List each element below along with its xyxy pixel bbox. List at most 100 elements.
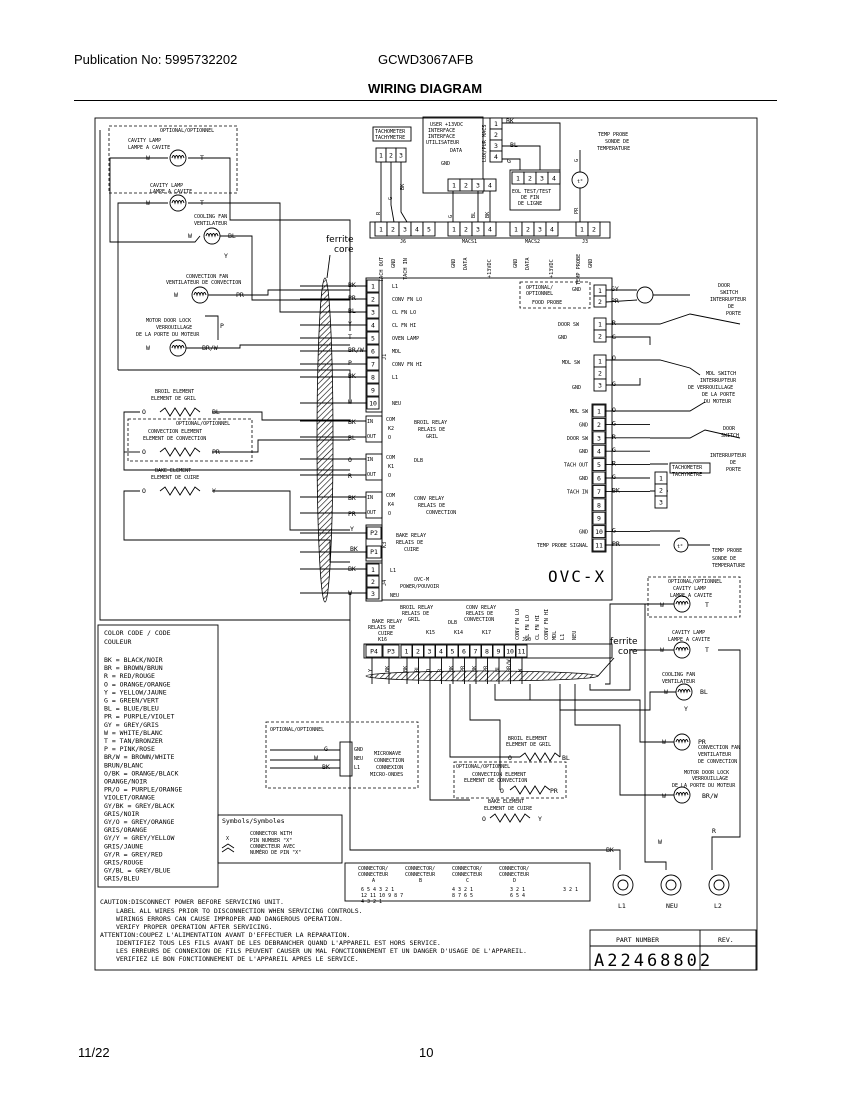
load-name: COOLING FAN bbox=[194, 214, 227, 220]
connector-c-pins: 3 2 1 bbox=[510, 887, 525, 893]
wire-label: PR bbox=[574, 207, 580, 214]
load-name-fr: VERROUILLAGE bbox=[156, 325, 192, 331]
wire-label: BL bbox=[495, 666, 501, 672]
relay-name-fr: CONVECTION bbox=[464, 617, 494, 623]
relay-id: K14 bbox=[454, 630, 463, 636]
wire bbox=[212, 439, 350, 453]
wire bbox=[711, 649, 741, 870]
bottom-signal: NEU bbox=[572, 631, 578, 640]
microwave-label: CONNEXION bbox=[376, 765, 403, 771]
wire-label: G bbox=[507, 157, 511, 165]
wire-label: BK bbox=[606, 846, 614, 854]
relay-name: BAKE RELAY bbox=[372, 619, 402, 625]
right-pin-7 bbox=[592, 484, 606, 498]
load-name-fr: LAMPE A CAVITE bbox=[128, 145, 170, 151]
wire bbox=[606, 313, 741, 325]
temp-probe-label: SONDE DE bbox=[605, 139, 629, 145]
tachometer-label: TACHOMETER bbox=[375, 129, 406, 135]
mdl-switch-label: DE VERROUILLAGE bbox=[688, 385, 733, 391]
k3-pin: P1 bbox=[370, 548, 378, 556]
j4-signal: NEU bbox=[390, 593, 399, 599]
user-interface-label: USER +13VDC bbox=[430, 122, 463, 128]
wire-label: W bbox=[146, 154, 150, 162]
relay-pin: O bbox=[388, 473, 391, 479]
wire-label: BL bbox=[348, 307, 356, 315]
j1-signal: L1 bbox=[392, 375, 398, 381]
wire bbox=[123, 411, 350, 471]
right-pin-number: 7 bbox=[597, 488, 601, 496]
j8-pin-number: 1 bbox=[598, 358, 602, 366]
wire-label: W bbox=[146, 344, 150, 352]
door-switch-label: INTERRUPTEUR bbox=[710, 297, 747, 303]
wire-label: W bbox=[660, 601, 664, 609]
color-code-entry: GY/BL = GREY/BLUE bbox=[104, 867, 171, 875]
bottom-pin-number: P3 bbox=[387, 648, 395, 656]
relay-pin: COM bbox=[386, 455, 395, 461]
diagram-frame bbox=[94, 117, 758, 971]
connector-id: J1 bbox=[382, 354, 388, 360]
relay-pin: IN bbox=[367, 419, 373, 425]
macs-connector-pin-4 bbox=[483, 178, 497, 192]
bottom-pin-number: 6 bbox=[462, 648, 466, 656]
wire-label: W bbox=[314, 754, 318, 762]
relay-pin: O bbox=[388, 435, 391, 441]
j1-pin-number: 7 bbox=[371, 361, 375, 369]
food-probe-icon bbox=[636, 286, 654, 304]
part-number-box bbox=[589, 929, 757, 971]
wire bbox=[559, 684, 676, 711]
j7-pin-2 bbox=[593, 329, 607, 343]
relay-name-fr: RELAIS DE bbox=[418, 503, 445, 509]
j1-pin-number: 1 bbox=[371, 283, 375, 291]
wire-label: BK bbox=[348, 565, 356, 573]
signal-label: GND bbox=[579, 530, 588, 536]
bottom-pin-3 bbox=[423, 644, 436, 658]
connector-b-pins: 8 7 6 5 bbox=[452, 893, 473, 899]
k3-p2 bbox=[366, 526, 382, 540]
wire-label: Y bbox=[538, 815, 542, 823]
attention-line: IDENTIFIEZ TOUS LES FILS AVANT DE LES DE… bbox=[116, 939, 441, 947]
wire bbox=[208, 289, 350, 296]
color-code-entry: GY/BK = GREY/BLACK bbox=[104, 802, 175, 810]
wire-label: BK bbox=[612, 486, 620, 494]
wire-label: BK bbox=[472, 665, 478, 672]
j1-pin-3 bbox=[366, 305, 380, 319]
wire-label: BL bbox=[510, 141, 518, 149]
caution-line: WIRINGS ERRORS CAN CAUSE IMPROPER AND DA… bbox=[116, 915, 343, 923]
ferrite-core-left bbox=[316, 277, 334, 603]
j7-pin-number: 1 bbox=[598, 321, 602, 329]
wire-label: R bbox=[438, 668, 444, 672]
wire-label: BK bbox=[485, 211, 491, 218]
wire-label: BK bbox=[348, 372, 356, 380]
wire bbox=[186, 344, 350, 349]
tachometer-right-label-box bbox=[669, 462, 711, 474]
convection-fan-icon-winding bbox=[193, 292, 207, 297]
color-code-entry: GY/R = GREY/RED bbox=[104, 850, 163, 858]
signal-label: GND bbox=[572, 385, 581, 391]
temp-probe-label: TEMPERATURE bbox=[712, 563, 745, 569]
tachometer-right-connector-pin-3 bbox=[654, 495, 668, 509]
ferrite-label: ferrite bbox=[326, 235, 354, 245]
j1-pin-number: 9 bbox=[371, 387, 375, 395]
color-code-title: COLOR CODE / CODE bbox=[104, 629, 171, 637]
part-number-label: PART NUMBER bbox=[616, 936, 659, 944]
relay-name: CONV RELAY bbox=[466, 605, 496, 611]
color-code-entry: BK = BLACK/NOIR bbox=[104, 656, 163, 664]
board-name: OVC-X bbox=[548, 567, 606, 586]
eol-connector-pin-number: 1 bbox=[516, 175, 520, 183]
color-code-entry: GRIS/ORANGE bbox=[104, 826, 147, 834]
wire-label: BK bbox=[350, 545, 358, 553]
wire-label: PR bbox=[550, 787, 558, 795]
load-name-fr: ELEMENT DE CONVECTION bbox=[464, 778, 527, 784]
page-title: WIRING DIAGRAM bbox=[367, 81, 483, 96]
optional-label: OPTIONAL/OPTIONNEL bbox=[160, 128, 214, 134]
wire-label: W bbox=[660, 646, 664, 654]
right-pin-5 bbox=[592, 458, 606, 472]
wire-label: BL bbox=[562, 754, 570, 762]
tachometer-right-connector-pin-number: 2 bbox=[659, 487, 663, 495]
temp-probe-label: TEMPERATURE bbox=[597, 146, 630, 152]
load-name-fr: ELEMENT DE GRIL bbox=[151, 396, 196, 402]
j4-pin-number: 1 bbox=[371, 566, 375, 574]
bottom-pin-number: 3 bbox=[428, 648, 432, 656]
j4-signal: POWER/POUVOIR bbox=[400, 584, 440, 590]
wire-label: O bbox=[508, 754, 512, 762]
